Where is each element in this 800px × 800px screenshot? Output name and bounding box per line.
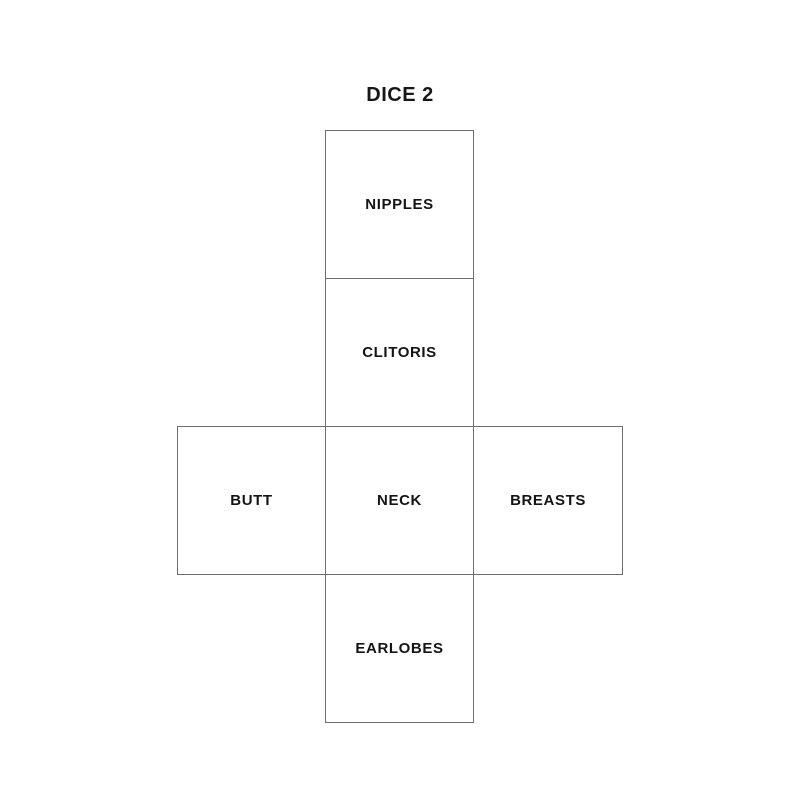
die-face-label: NECK — [377, 492, 422, 509]
die-face-label: EARLOBES — [355, 640, 444, 657]
die-face-label: NIPPLES — [365, 196, 434, 213]
die-face-label: CLITORIS — [362, 344, 437, 361]
die-face-butt: BUTT — [177, 426, 326, 575]
die-face-label: BUTT — [230, 492, 273, 509]
die-face-breasts: BREASTS — [473, 426, 623, 575]
page-title: DICE 2 — [366, 84, 434, 106]
die-face-clitoris: CLITORIS — [325, 278, 474, 427]
die-face-label: BREASTS — [510, 492, 586, 509]
die-face-neck: NECK — [325, 426, 474, 575]
die-face-nipples: NIPPLES — [325, 130, 474, 279]
die-face-earlobes: EARLOBES — [325, 574, 474, 723]
